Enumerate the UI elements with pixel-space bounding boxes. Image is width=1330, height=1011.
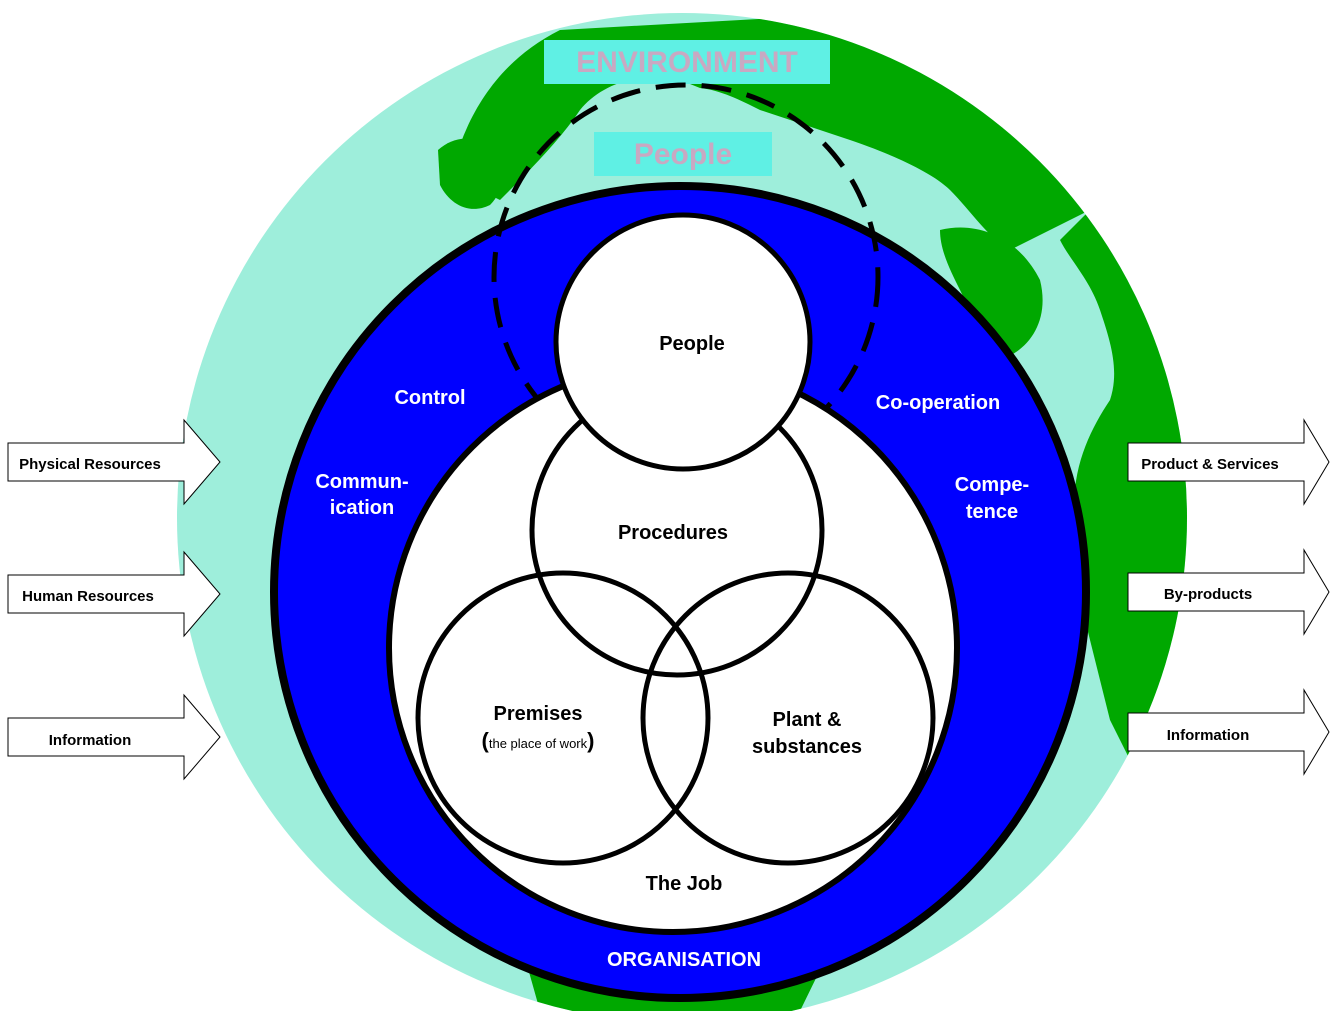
- communication-label-line2: ication: [330, 497, 394, 519]
- communication-label-line1: Commun-: [315, 471, 408, 493]
- input-arrow-label: Information: [49, 732, 132, 749]
- plant-label-line1: Plant &: [773, 709, 842, 731]
- procedures-label: Procedures: [618, 522, 728, 544]
- output-arrow-label: Product & Services: [1141, 456, 1279, 473]
- input-arrow: Physical Resources: [7, 418, 221, 506]
- input-arrow-shape: [7, 418, 221, 506]
- plant-label-line2: substances: [752, 736, 862, 758]
- organisation-label: ORGANISATION: [607, 949, 761, 971]
- premises-circle: [415, 570, 711, 866]
- cooperation-label: Co-operation: [876, 392, 1000, 414]
- output-arrow-label: By-products: [1164, 586, 1252, 603]
- job-label: The Job: [646, 873, 723, 895]
- people-label: People: [659, 333, 725, 355]
- input-arrow-shape: [7, 550, 221, 638]
- landmass-east-inner: [940, 227, 1043, 360]
- output-arrow-shape: [1127, 688, 1330, 776]
- premises-label: Premises: [494, 703, 583, 725]
- input-arrow: Human Resources: [7, 550, 221, 638]
- premises-sub-line: (the place of work): [482, 728, 595, 753]
- environment-banner: [544, 40, 830, 84]
- competence-label-line1: Compe-: [955, 474, 1029, 496]
- output-arrow-label: Information: [1167, 727, 1250, 744]
- output-arrow: By-products: [1127, 548, 1330, 636]
- input-arrow-shape: [7, 693, 221, 781]
- output-arrow-shape: [1127, 418, 1330, 506]
- environment-people-banner: [594, 132, 772, 176]
- landmass-west-patch: [438, 138, 502, 209]
- output-arrow: Product & Services: [1127, 418, 1330, 506]
- input-arrow-label: Physical Resources: [19, 456, 161, 473]
- output-arrow-shape: [1127, 548, 1330, 636]
- environment-people-label: People: [634, 138, 732, 171]
- input-arrow-label: Human Resources: [22, 588, 154, 605]
- premises-sub-label: the place of work: [489, 736, 588, 751]
- people-circle: [553, 212, 813, 472]
- control-label: Control: [394, 387, 465, 409]
- competence-label-line2: tence: [966, 501, 1018, 523]
- plant-circle: [640, 570, 936, 866]
- output-arrow: Information: [1127, 688, 1330, 776]
- environment-label: ENVIRONMENT: [576, 46, 798, 79]
- input-arrow: Information: [7, 693, 221, 781]
